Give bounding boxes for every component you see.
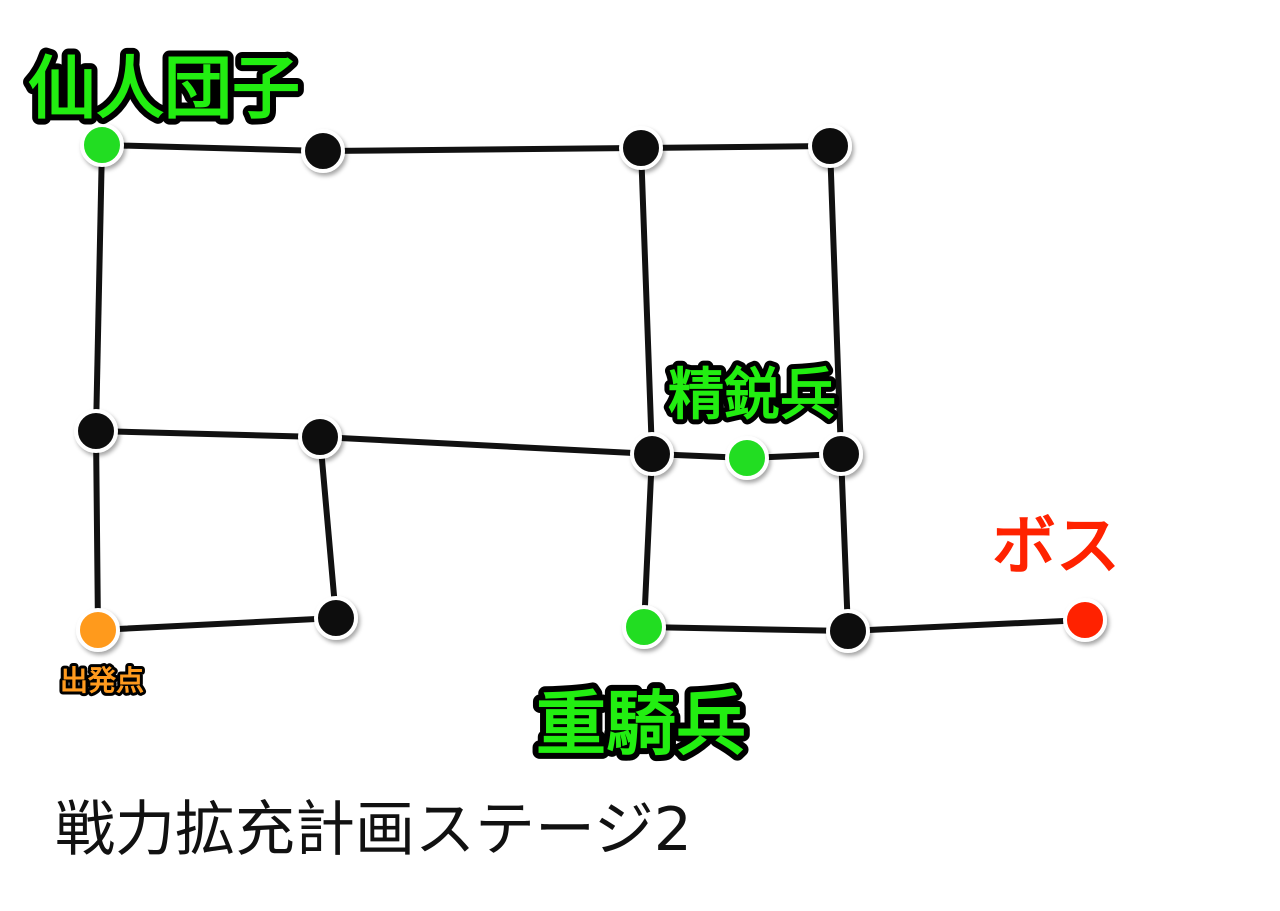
map-nodes: [74, 123, 1107, 653]
label-seieihei: 精鋭兵: [668, 363, 836, 428]
label-sennin-dango: 仙人団子: [28, 50, 300, 129]
edge-n6-n11: [317, 434, 339, 621]
node-n12-green: [622, 605, 666, 649]
node-n10-orange: [76, 608, 120, 652]
node-n11-normal: [314, 596, 358, 640]
edge-n4-n9: [827, 143, 844, 457]
node-n14-boss: [1063, 598, 1107, 642]
edge-n1-n2: [99, 142, 326, 154]
edge-n10-n11: [95, 615, 339, 633]
node-n6-normal: [298, 415, 342, 459]
edge-n3-n4: [638, 143, 833, 151]
node-n8-green: [725, 436, 769, 480]
node-n1-green: [80, 123, 124, 167]
edge-n3-n7: [638, 145, 655, 457]
diagram-caption: 戦力拡充計画ステージ2: [55, 795, 692, 865]
edge-n12-n13: [641, 624, 851, 634]
node-n4-normal: [808, 124, 852, 168]
label-juukihei: 重騎兵: [536, 683, 746, 765]
node-n5-normal: [74, 409, 118, 453]
map-edges: [93, 142, 1088, 634]
edge-n1-n5: [93, 142, 105, 434]
edge-n2-n3: [320, 145, 644, 154]
node-n9-normal: [819, 432, 863, 476]
edge-n13-n14: [845, 617, 1088, 634]
edge-n5-n10: [93, 428, 101, 633]
edge-n7-n12: [641, 451, 655, 630]
node-n7-normal: [630, 432, 674, 476]
edge-n6-n7: [317, 434, 655, 457]
edge-n5-n6: [93, 428, 323, 440]
edge-n9-n13: [838, 451, 851, 634]
label-boss: ボス: [992, 510, 1120, 584]
label-start: 出発点: [60, 664, 144, 697]
node-n3-normal: [619, 126, 663, 170]
node-n2-normal: [301, 129, 345, 173]
node-n13-normal: [826, 609, 870, 653]
